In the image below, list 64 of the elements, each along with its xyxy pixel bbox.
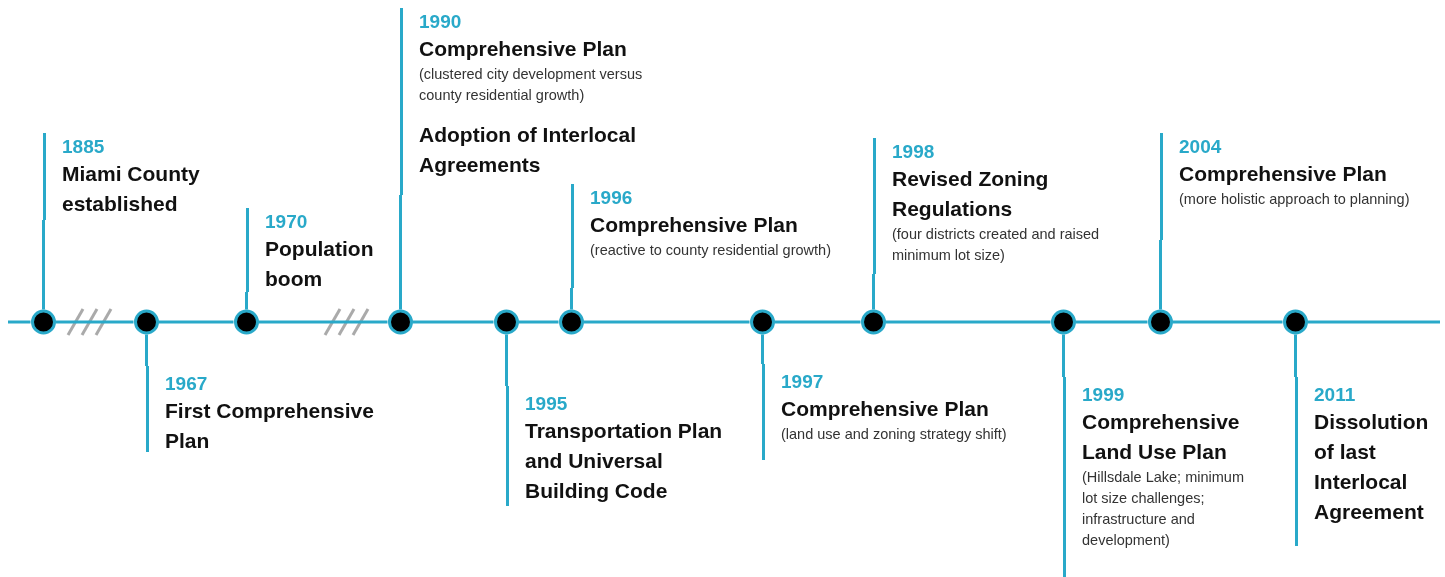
event-year: 1970 bbox=[265, 210, 309, 234]
connector-line bbox=[245, 292, 248, 310]
event-description: (reactive to county residential growth) bbox=[590, 241, 832, 260]
event-year: 1999 bbox=[1082, 383, 1126, 407]
event-title: Miami County established bbox=[62, 161, 201, 217]
timeline-dot bbox=[1051, 309, 1076, 335]
event-description: (clustered city development versus county residential growth) bbox=[419, 65, 644, 105]
connector-line bbox=[158, 320, 234, 324]
connector-line bbox=[518, 320, 559, 324]
timeline-dot bbox=[494, 309, 519, 335]
event-year: 2004 bbox=[1179, 135, 1223, 159]
timeline-dot bbox=[861, 309, 886, 335]
connector-line bbox=[583, 320, 750, 324]
connector-line bbox=[8, 320, 31, 324]
timeline-dot bbox=[1148, 309, 1173, 335]
connector-line bbox=[505, 334, 508, 386]
timeline-dot bbox=[750, 309, 775, 335]
connector-line bbox=[1172, 320, 1283, 324]
timeline-event bbox=[1160, 133, 1410, 240]
event-year: 1996 bbox=[590, 186, 634, 210]
connector-line bbox=[761, 334, 764, 364]
event-year: 1967 bbox=[165, 372, 209, 396]
connector-line bbox=[42, 220, 45, 310]
event-title: Population boom bbox=[265, 236, 375, 292]
timeline-dot bbox=[31, 309, 56, 335]
timeline-dot bbox=[134, 309, 159, 335]
event-year: 2011 bbox=[1314, 383, 1357, 407]
connector-line bbox=[570, 288, 573, 310]
event-title: Comprehensive Plan bbox=[1179, 161, 1388, 187]
event-year: 1997 bbox=[781, 370, 825, 394]
event-title: Transportation Plan and Universal Building Code bbox=[525, 418, 724, 504]
event-title: Adoption of Interlocal Agreements bbox=[419, 122, 637, 178]
connector-line bbox=[412, 320, 494, 324]
event-description: (Hillsdale Lake; minimum lot size challenges; infrastructure and development) bbox=[1082, 468, 1245, 550]
event-description: (land use and zoning strategy shift) bbox=[781, 425, 1008, 444]
event-year: 1998 bbox=[892, 140, 936, 164]
event-year: 1885 bbox=[62, 135, 106, 159]
connector-line bbox=[1307, 320, 1440, 324]
connector-line bbox=[1159, 240, 1162, 310]
connector-line bbox=[258, 320, 388, 324]
connector-line bbox=[1062, 334, 1065, 377]
connector-line bbox=[55, 320, 134, 324]
event-year: 1990 bbox=[419, 10, 463, 34]
event-title: First Comprehensive Plan bbox=[165, 398, 375, 454]
event-title: Comprehensive Plan bbox=[419, 36, 628, 62]
timeline-dot bbox=[234, 309, 259, 335]
timeline-dot bbox=[559, 309, 584, 335]
connector-line bbox=[145, 334, 148, 366]
event-description: (more holistic approach to planning) bbox=[1179, 190, 1410, 209]
connector-line bbox=[1294, 334, 1297, 377]
connector-line bbox=[872, 274, 875, 310]
event-title: Dissolution of last Interlocal Agreement bbox=[1314, 409, 1430, 525]
connector-line bbox=[399, 195, 402, 310]
timeline-dot bbox=[1283, 309, 1308, 335]
connector-line bbox=[885, 320, 1051, 324]
event-description: (four districts created and raised minimum lot size) bbox=[892, 225, 1101, 265]
event-title: Revised Zoning Regulations bbox=[892, 166, 1050, 222]
connector-line bbox=[774, 320, 861, 324]
connector-line bbox=[1075, 320, 1148, 324]
event-title: Comprehensive Plan bbox=[781, 396, 990, 422]
event-title: Comprehensive Plan bbox=[590, 212, 799, 238]
event-year: 1995 bbox=[525, 392, 569, 416]
event-title: Comprehensive Land Use Plan bbox=[1082, 409, 1241, 465]
timeline-dot bbox=[388, 309, 413, 335]
